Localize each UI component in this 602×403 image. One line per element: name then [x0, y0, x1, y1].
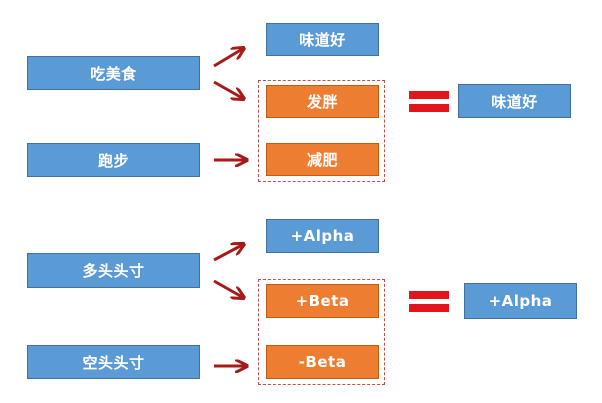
box-result-gain-weight: 发胖: [266, 85, 379, 118]
box-cause-long-position: 多头头寸: [27, 253, 200, 288]
dashed-group-top: [258, 80, 385, 182]
box-cause-short-position: 空头头寸: [27, 345, 200, 379]
box-equals-result-plus-alpha: +Alpha: [464, 283, 577, 319]
arrow-bottom-long-to-alpha: [213, 244, 244, 262]
equals-sign-bottom-upper: [409, 291, 449, 299]
box-result-plus-alpha: +Alpha: [266, 219, 379, 253]
arrow-bottom-long-to-beta: [213, 279, 244, 298]
equals-sign-bottom-lower: [409, 304, 449, 312]
box-result-lose-weight: 减肥: [266, 143, 379, 176]
equals-sign-top-upper: [409, 91, 449, 99]
dashed-group-bottom: [258, 279, 385, 385]
box-result-tasty: 味道好: [266, 23, 379, 56]
arrow-top-food-to-fat: [213, 80, 244, 99]
arrow-top-food-to-good: [213, 48, 244, 68]
box-equals-result-tasty: 味道好: [458, 84, 571, 118]
box-result-minus-beta: -Beta: [266, 345, 379, 379]
box-result-plus-beta: +Beta: [266, 284, 379, 318]
box-cause-running: 跑步: [27, 143, 200, 177]
equals-sign-top-lower: [409, 104, 449, 112]
box-cause-eat-food: 吃美食: [27, 56, 200, 90]
